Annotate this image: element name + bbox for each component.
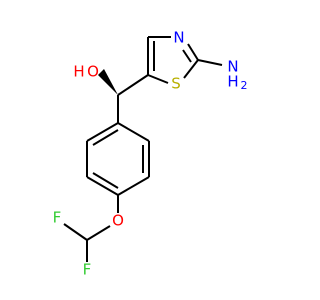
bond-c-f-upper — [63, 223, 88, 241]
wedge-bond — [98, 69, 118, 95]
bond-b1-b2 — [117, 122, 150, 142]
atom-label-f-upper: F — [53, 209, 62, 227]
bond-s1-c5 — [147, 74, 169, 84]
bond-chiral-c5 — [117, 74, 149, 96]
atom-label-ring-s: S — [171, 75, 181, 93]
atom-label-f-lower: F — [83, 261, 92, 279]
atom-label-amine-h-count: 2 — [241, 79, 248, 92]
bond-c2-nh2 — [197, 59, 223, 66]
atom-label-amine-h: H — [227, 73, 238, 91]
bond-b6-b1-inner — [92, 129, 119, 146]
bond-b6-b1 — [86, 122, 119, 142]
bond-n3-c2-inner — [182, 49, 192, 63]
bond-n3-c2 — [187, 43, 199, 61]
atom-label-hydroxyl-h: H — [73, 63, 84, 81]
bond-c2-s1 — [183, 59, 199, 79]
bond-o-chf2 — [86, 225, 111, 241]
bond-b4-b5-inner — [92, 172, 119, 189]
atom-label-amine-n: N — [227, 58, 238, 76]
bond-b3-b4 — [117, 176, 150, 196]
atom-label-ether-o: O — [112, 212, 124, 230]
bond-b4-b5 — [86, 176, 119, 196]
molecule-structure: H O N S N H 2 O F F — [53, 29, 248, 279]
atom-label-hydroxyl-o: O — [87, 63, 99, 81]
atom-label-ring-n: N — [173, 29, 184, 47]
